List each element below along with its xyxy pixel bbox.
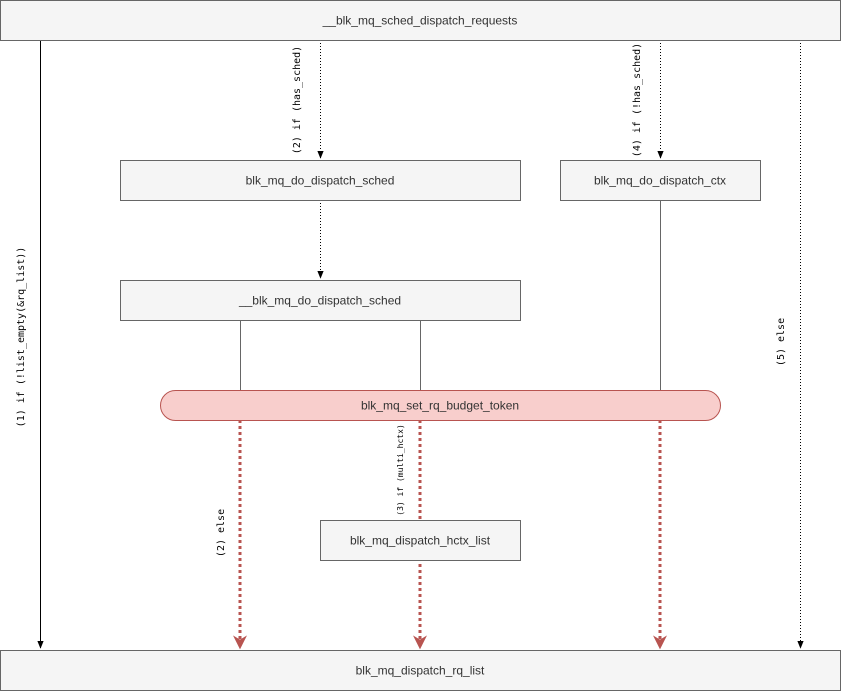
label-has-sched: (2) if (has_sched) bbox=[292, 46, 303, 154]
label-multi-hctx: (3) if (multi_hctx) bbox=[396, 424, 405, 516]
node-set-rq-budget-token-label: blk_mq_set_rq_budget_token bbox=[361, 399, 519, 413]
node-do-dispatch-sched-label: blk_mq_do_dispatch_sched bbox=[246, 174, 395, 188]
node-inner-do-dispatch-sched-label: __blk_mq_do_dispatch_sched bbox=[238, 294, 401, 308]
node-dispatch-hctx-list-label: blk_mq_dispatch_hctx_list bbox=[350, 534, 491, 548]
node-inner-do-dispatch-sched: __blk_mq_do_dispatch_sched bbox=[120, 280, 521, 321]
node-do-dispatch-ctx-label: blk_mq_do_dispatch_ctx bbox=[594, 174, 726, 188]
node-top: __blk_mq_sched_dispatch_requests bbox=[0, 0, 841, 41]
label-list-empty: (1) if (!list_empty(&rq_list)) bbox=[16, 247, 27, 428]
node-dispatch-hctx-list: blk_mq_dispatch_hctx_list bbox=[320, 520, 521, 561]
node-do-dispatch-sched: blk_mq_do_dispatch_sched bbox=[120, 160, 521, 201]
node-dispatch-rq-list: blk_mq_dispatch_rq_list bbox=[0, 650, 841, 691]
label-not-has-sched: (4) if (!has_sched) bbox=[632, 43, 643, 157]
label-else-2: (2) else bbox=[216, 509, 227, 557]
node-dispatch-rq-list-label: blk_mq_dispatch_rq_list bbox=[356, 664, 485, 678]
node-top-label: __blk_mq_sched_dispatch_requests bbox=[322, 14, 518, 28]
node-set-rq-budget-token: blk_mq_set_rq_budget_token bbox=[160, 390, 721, 421]
label-else-5: (5) else bbox=[776, 318, 787, 366]
node-do-dispatch-ctx: blk_mq_do_dispatch_ctx bbox=[560, 160, 761, 201]
